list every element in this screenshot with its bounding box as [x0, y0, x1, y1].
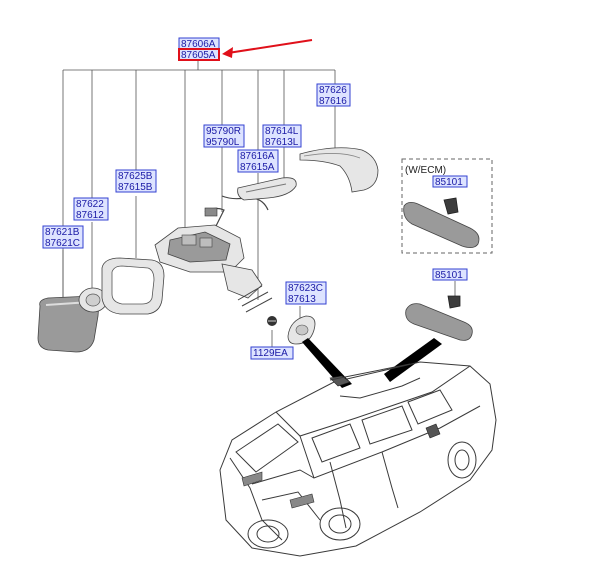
- callout-1129ea-text: 1129EA: [253, 348, 288, 359]
- inside-mirror-part: [405, 295, 473, 341]
- callout-87622[interactable]: 87622 87612: [73, 197, 109, 221]
- callout-85101-ecm-text: 85101: [435, 177, 463, 188]
- mirror-actuator-assembly-part: [154, 224, 273, 313]
- mirror-cap-small-part: [78, 287, 108, 313]
- callout-85101-ecm[interactable]: 85101: [432, 175, 468, 188]
- wiring-harness-part: [204, 195, 269, 227]
- callout-95790l-text: 95790L: [206, 137, 240, 148]
- callout-87626[interactable]: 87626 87616: [316, 83, 351, 107]
- callout-87615b-text: 87615B: [118, 182, 153, 193]
- highlight-arrow: [222, 39, 313, 58]
- inside-mirror-ecm-part: [403, 197, 480, 248]
- callout-85101[interactable]: 85101: [432, 268, 468, 281]
- screw-part: [267, 316, 277, 326]
- callout-87621b[interactable]: 87621B 87621C: [42, 225, 84, 249]
- puddle-lamp-part: [287, 315, 316, 345]
- callout-87616a-text: 87616A: [240, 151, 275, 162]
- mirror-cover-part: [299, 147, 379, 193]
- callout-87625b-text: 87625B: [118, 171, 153, 182]
- callout-1129ea[interactable]: 1129EA: [250, 346, 294, 360]
- callout-87615a-text: 87615A: [240, 162, 275, 173]
- callout-95790r[interactable]: 95790R 95790L: [203, 124, 245, 148]
- callout-87621b-text: 87621B: [45, 227, 80, 238]
- side-repeater-lamp-part: [237, 177, 297, 201]
- callout-87626-text: 87626: [319, 85, 347, 96]
- callout-87606a-text: 87606A: [181, 39, 216, 50]
- callout-87616a[interactable]: 87616A 87615A: [237, 149, 279, 173]
- callout-87621c-text: 87621C: [45, 238, 80, 249]
- callout-87625b[interactable]: 87625B 87615B: [115, 169, 157, 193]
- callout-87616-text: 87616: [319, 96, 347, 107]
- callout-85101-text: 85101: [435, 270, 463, 281]
- callout-87612-text: 87612: [76, 210, 104, 221]
- callout-95790r-text: 95790R: [206, 126, 241, 137]
- callout-87605a-text: 87605A: [181, 50, 216, 61]
- ecm-option-box: [401, 158, 493, 254]
- callout-87623c[interactable]: 87623C 87613: [285, 281, 327, 305]
- callout-87614l-text: 87614L: [265, 126, 299, 137]
- callout-87614l[interactable]: 87614L 87613L: [262, 124, 302, 148]
- callout-87613l-text: 87613L: [265, 137, 299, 148]
- callout-87605a-highlighted[interactable]: 87605A: [178, 48, 220, 61]
- callout-87623c-text: 87623C: [288, 283, 323, 294]
- location-pointers: [302, 338, 442, 388]
- vehicle-illustration: [219, 361, 497, 557]
- ecm-option-label: (W/ECM): [405, 165, 446, 176]
- callout-87622-text: 87622: [76, 199, 104, 210]
- mirror-housing-frame-part: [101, 257, 165, 315]
- ecm-option-text: (W/ECM): [405, 165, 446, 176]
- callout-87613-text: 87613: [288, 294, 316, 305]
